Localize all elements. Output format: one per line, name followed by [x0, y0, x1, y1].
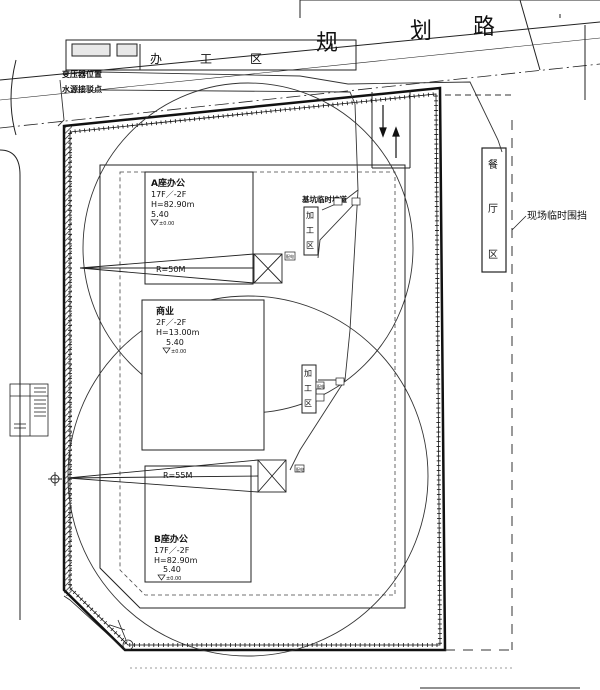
- commercial-floors: 2F／-2F: [156, 318, 187, 327]
- distribution-label-1: 配电: [286, 253, 294, 259]
- dining-char-2: 厅: [488, 204, 498, 215]
- road-char-3: 路: [473, 15, 495, 40]
- survey-point-icon: [48, 472, 62, 486]
- crane-upper-radius-label: R=50M: [156, 265, 185, 274]
- office-strip: [65, 39, 357, 71]
- entrance-detail: [63, 595, 134, 651]
- dining-hall: [481, 147, 507, 273]
- site-boundary: [62, 86, 447, 652]
- foundation-road-label: 基坑临时坡道: [301, 194, 347, 204]
- office-char-2: 工: [200, 52, 212, 66]
- fence-note: 现场临时围挡: [527, 209, 587, 222]
- building-b-name: B座办公: [154, 533, 188, 545]
- building-b-elev-mark: ±0.00: [166, 576, 181, 582]
- excavation-line: [119, 171, 396, 596]
- water-note: 水源接驳点: [61, 84, 102, 94]
- building-b-elev-icon: [157, 574, 166, 581]
- processing-lower-char-1: 加: [304, 368, 312, 378]
- right-fence: [130, 94, 513, 669]
- commercial-height: H=13.00m: [156, 328, 200, 337]
- processing-upper-char-1: 加: [306, 210, 314, 220]
- building-b-elev: 5.40: [163, 565, 181, 574]
- building-a-floors: 17F／-2F: [151, 190, 187, 199]
- office-char-1: 办: [150, 51, 162, 66]
- dining-char-3: 区: [488, 249, 498, 261]
- commercial-elev-icon: [162, 347, 171, 354]
- crane-lower: [67, 459, 287, 493]
- planned-road: [0, 0, 600, 620]
- processing-upper-char-3: 区: [306, 241, 314, 250]
- construction-outline: [99, 164, 406, 609]
- commercial-name: 商业: [156, 305, 174, 317]
- dining-char-1: 餐: [488, 158, 498, 171]
- building-b-height: H=82.90m: [154, 556, 198, 565]
- ramp-arrow-up-icon: [392, 126, 400, 158]
- building-a-elev-mark: ±0.00: [159, 221, 174, 227]
- commercial-elev: 5.40: [166, 338, 184, 347]
- building-b-floors: 17F／-2F: [154, 546, 190, 555]
- distribution-label-2: 配电: [317, 383, 325, 389]
- road-char-2: 划: [410, 19, 432, 44]
- left-access-block: [9, 383, 49, 437]
- commercial-elev-mark: ±0.00: [171, 349, 186, 355]
- utility-lines: [57, 71, 503, 471]
- processing-area-upper: [303, 206, 319, 256]
- commercial-footprint: [141, 299, 265, 451]
- building-a-elev-icon: [150, 219, 159, 226]
- building-a-footprint: [144, 171, 254, 285]
- road-char-1: 规: [316, 31, 338, 56]
- processing-lower-char-3: 区: [304, 399, 312, 408]
- building-a-height: H=82.90m: [151, 200, 195, 209]
- processing-lower-char-2: 工: [304, 384, 312, 393]
- building-a-elev: 5.40: [151, 210, 169, 219]
- crane-lower-radius: [67, 295, 429, 657]
- building-a-name: A座办公: [151, 177, 185, 189]
- foundation-ramp: [371, 90, 411, 169]
- distribution-label-3: 配电: [296, 466, 304, 472]
- office-char-3: 区: [250, 52, 262, 66]
- crane-upper: [79, 253, 283, 284]
- transformer-note: 变压器位置: [62, 69, 102, 79]
- distribution-boxes: [284, 197, 361, 473]
- ramp-arrow-down-icon: [379, 105, 387, 138]
- crane-lower-radius-label: R=55M: [163, 471, 192, 480]
- fence-leader: [511, 215, 527, 231]
- processing-upper-char-2: 工: [306, 226, 314, 235]
